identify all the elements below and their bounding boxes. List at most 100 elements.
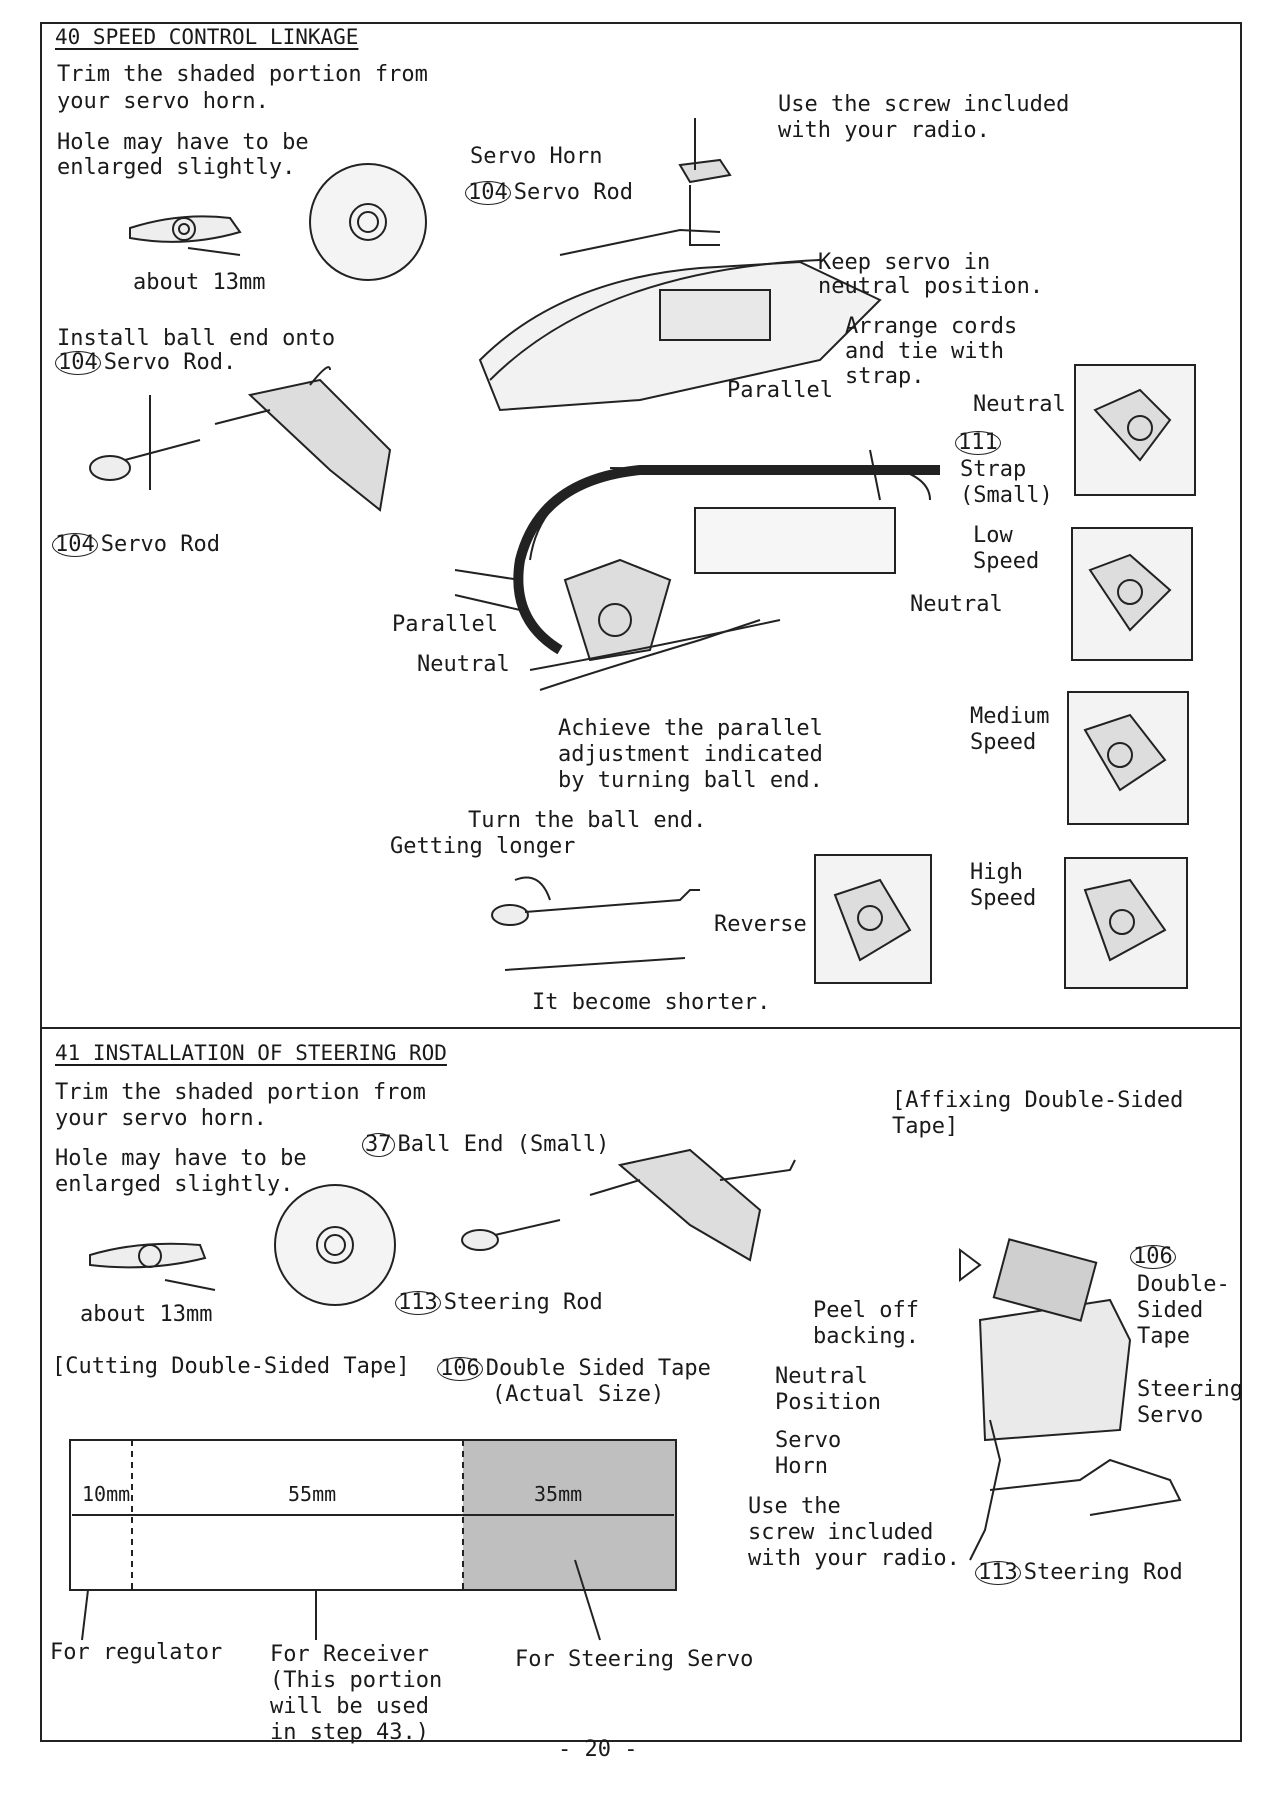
peel-text-line2: backing. [813, 1324, 919, 1349]
turning-rod-icon [491, 876, 700, 971]
tape-diagram [69, 1439, 677, 1641]
trim-41-line1: Trim the shaded portion from [55, 1080, 426, 1105]
part-number-badge: 113 [975, 1561, 1021, 1585]
low-speed-line1: Low [973, 523, 1013, 548]
neutral-top-label: Neutral [973, 392, 1066, 417]
medium-speed-line1: Medium [970, 704, 1050, 729]
trim-text-line2: your servo horn. [57, 89, 269, 114]
receiver-line1: For Receiver [270, 1642, 429, 1667]
high-speed-line1: High [970, 860, 1023, 885]
keep-text-line2: neutral position. [818, 274, 1044, 299]
screw-text-line1: Use the screw included [778, 92, 1070, 117]
servo-horn-41-line1: Servo [775, 1428, 842, 1453]
page-number: - 20 - [558, 1737, 638, 1762]
receiver-line2: (This portion [270, 1668, 443, 1693]
reverse-icon [814, 854, 932, 984]
servo-horn-top-icon [678, 118, 732, 246]
dim-35mm: 35mm [534, 1482, 583, 1506]
medium-speed-line2: Speed [970, 730, 1037, 755]
about-13mm-41-label: about 13mm [80, 1302, 213, 1327]
strap-text-line1: Strap [960, 457, 1027, 482]
steering-servo-line2: Servo [1137, 1403, 1204, 1428]
part-number-badge: 111 [955, 431, 1001, 455]
servo-disc-icon [309, 163, 427, 281]
dst-line1: Double- [1137, 1272, 1230, 1297]
hole-41-line1: Hole may have to be [55, 1146, 307, 1171]
dst-line3: Tape [1137, 1324, 1190, 1349]
screw-41-line1: Use the [748, 1494, 841, 1519]
high-speed-icon [1064, 857, 1188, 989]
affix-text-line1: [Affixing Double-Sided [892, 1088, 1184, 1113]
part-number-badge: 104 [55, 351, 101, 375]
part-number-badge: 113 [395, 1291, 441, 1315]
achieve-text-line3: by turning ball end. [558, 768, 823, 793]
screw-text-line2: with your radio. [778, 118, 990, 143]
part-number-badge: 37 [362, 1133, 395, 1157]
neutral-mid-label: Neutral [910, 592, 1003, 617]
medium-speed-icon [1067, 691, 1189, 825]
tape-label-line2: (Actual Size) [492, 1382, 665, 1407]
servo-horn-41-line2: Horn [775, 1454, 828, 1479]
receiver-line3: will be used [270, 1694, 429, 1719]
steering-servo-icon [959, 1238, 1182, 1561]
dim-10mm: 10mm [82, 1482, 131, 1506]
section-divider [40, 1027, 1240, 1029]
part-number-badge: 104 [465, 181, 511, 205]
parallel-left-label: Parallel [392, 612, 498, 637]
servo-horn-small-icon [89, 1242, 216, 1291]
part-number-badge: 106 [1130, 1245, 1176, 1269]
achieve-text-line2: adjustment indicated [558, 742, 823, 767]
steering-servo-line1: Steering [1137, 1377, 1243, 1402]
ball-end-small-icon [461, 1219, 561, 1251]
peel-text-line1: Peel off [813, 1298, 919, 1323]
turn-text-line1: Turn the ball end. [468, 808, 707, 833]
keep-text-line1: Keep servo in [818, 250, 991, 275]
chassis-icon [478, 228, 882, 412]
part-number-badge: 106 [437, 1357, 483, 1381]
for-steering-label: For Steering Servo [515, 1647, 754, 1672]
neutral-pos-line2: Position [775, 1390, 881, 1415]
servo-horn-label: Servo Horn [470, 144, 603, 169]
servo-horn-icon [129, 215, 242, 256]
neutral-speed-icon [1074, 364, 1196, 496]
ball-end-icon [89, 395, 201, 490]
install-text-line1: Install ball end onto [57, 326, 336, 351]
screw-41-line2: screw included [748, 1520, 934, 1545]
arrange-text-line1: Arrange cords [845, 314, 1018, 339]
for-regulator-label: For regulator [50, 1640, 223, 1665]
reverse-label: Reverse [714, 912, 807, 937]
cutting-text: [Cutting Double-Sided Tape] [52, 1354, 410, 1379]
hole-text-line2: enlarged slightly. [57, 155, 296, 180]
dst-label-num: 106 [1130, 1244, 1179, 1270]
strap-label: 111 [955, 430, 1004, 456]
hole-41-line2: enlarged slightly. [55, 1172, 294, 1197]
pliers-icon [214, 366, 392, 512]
section-41-heading: 41 INSTALLATION OF STEERING ROD [55, 1041, 447, 1065]
screw-41-line3: with your radio. [748, 1546, 960, 1571]
strap-text-line2: (Small) [960, 483, 1053, 508]
trim-41-line2: your servo horn. [55, 1106, 267, 1131]
turn-text-line2: Getting longer [390, 834, 576, 859]
about-13mm-label: about 13mm [133, 270, 266, 295]
part-number-badge: 104 [52, 533, 98, 557]
low-speed-line2: Speed [973, 549, 1040, 574]
receiver-line4: in step 43.) [270, 1720, 429, 1745]
neutral-left-label: Neutral [417, 652, 510, 677]
neutral-pos-line1: Neutral [775, 1364, 868, 1389]
affix-text-line2: Tape] [892, 1114, 959, 1139]
achieve-text-line1: Achieve the parallel [558, 716, 823, 741]
servo-disc-small-icon [274, 1184, 396, 1306]
hole-text-line1: Hole may have to be [57, 130, 309, 155]
pliers-small-icon [589, 1148, 796, 1262]
high-speed-line2: Speed [970, 886, 1037, 911]
dst-line2: Sided [1137, 1298, 1204, 1323]
linkage-assembly-icon [454, 449, 940, 691]
arrange-text-line3: strap. [845, 364, 925, 389]
